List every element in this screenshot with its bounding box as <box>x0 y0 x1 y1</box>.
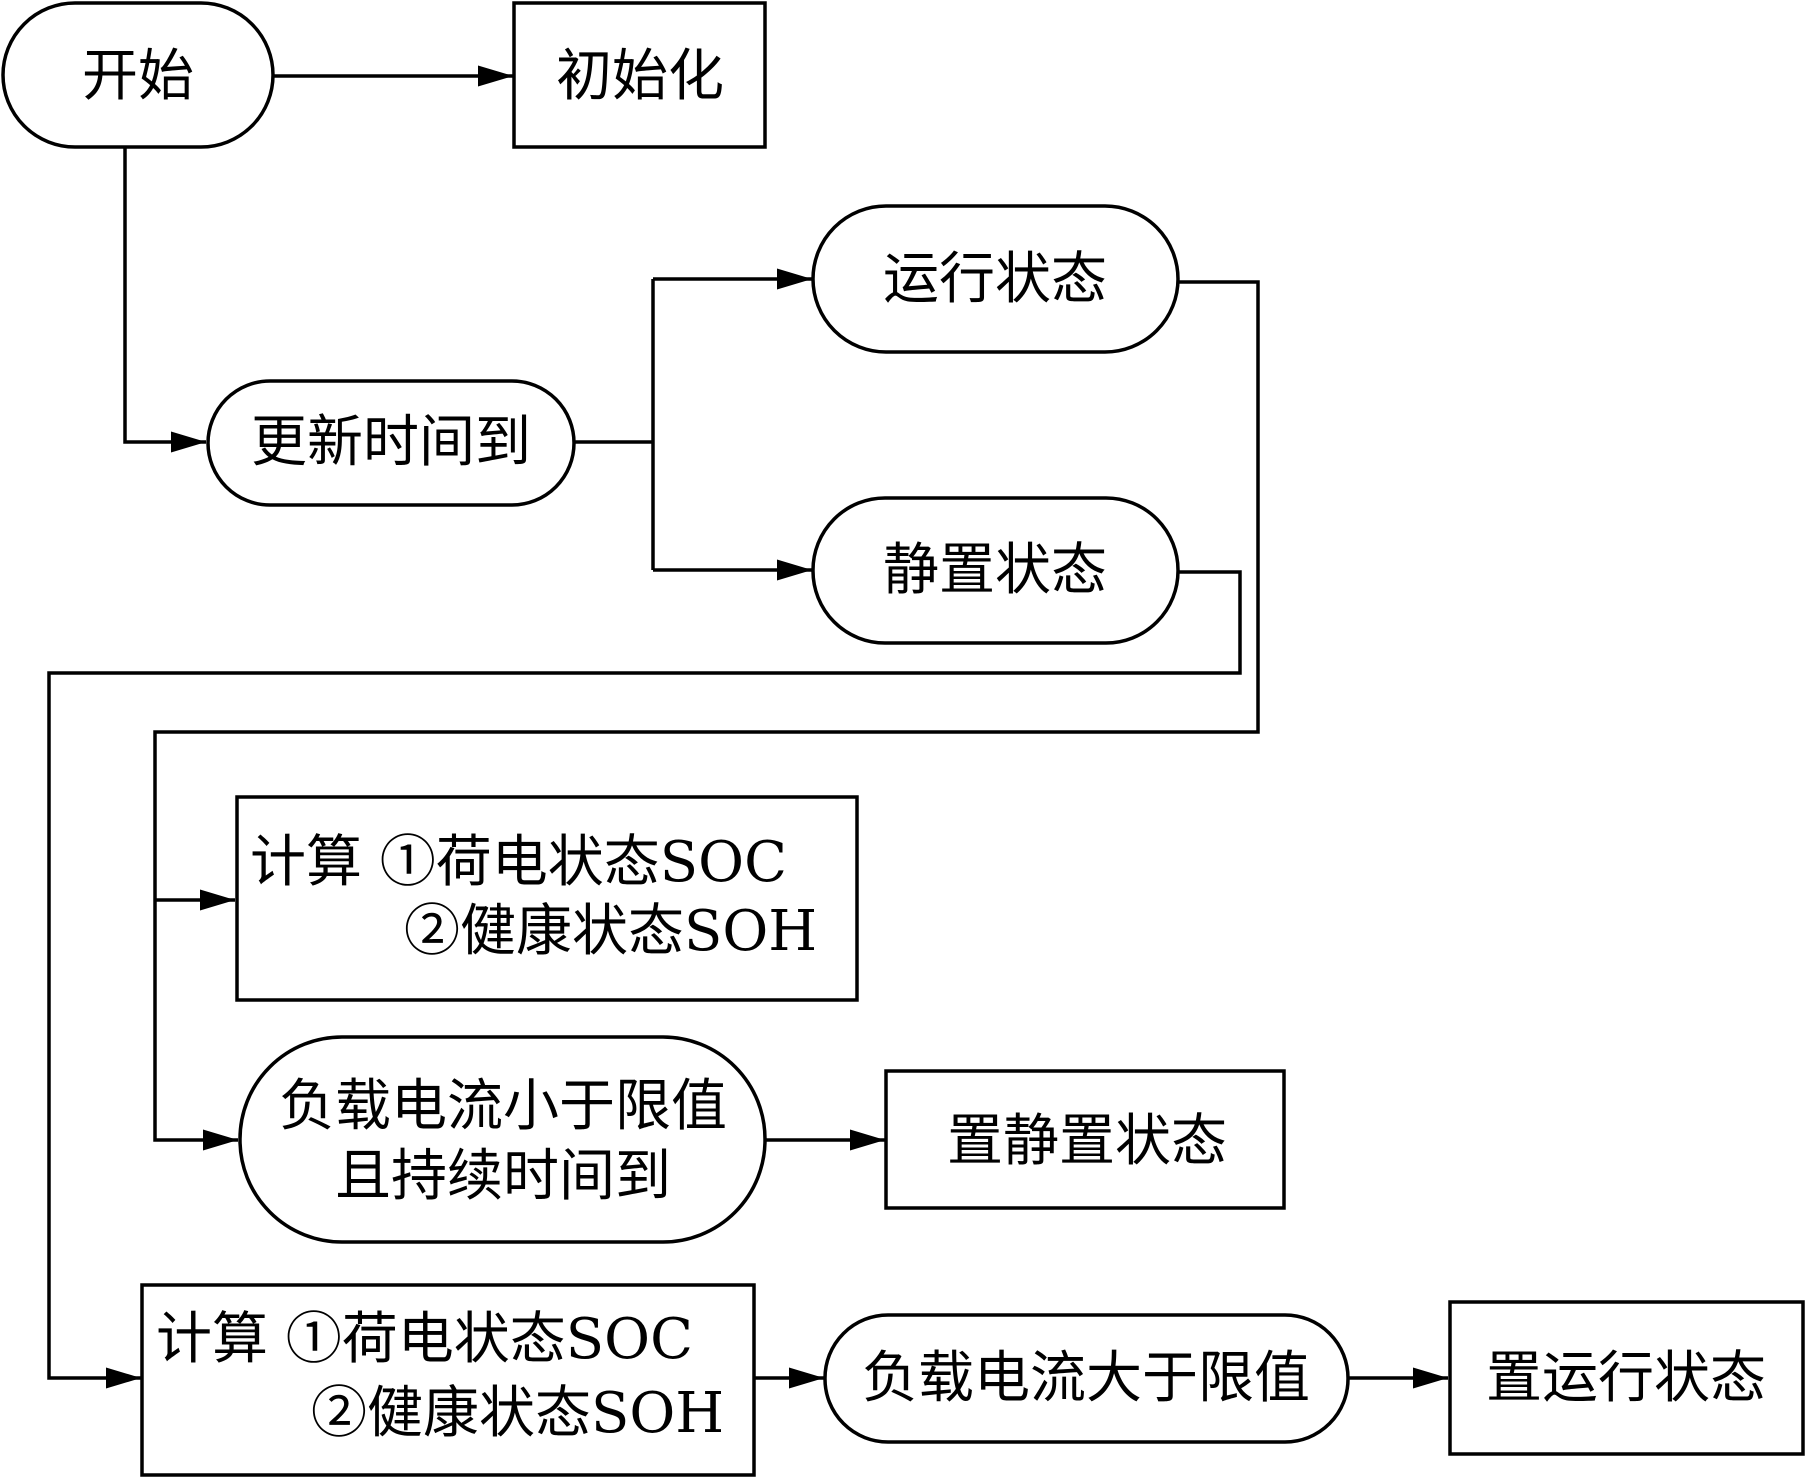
node-running-state: 运行状态 <box>811 204 1180 354</box>
node-calc-1: 计算 ①荷电状态SOC ②健康状态SOH <box>235 795 859 1002</box>
node-set-running-label: 置运行状态 <box>1486 1346 1766 1411</box>
node-init-label: 初始化 <box>556 44 724 109</box>
node-init: 初始化 <box>512 1 767 149</box>
node-rest-state: 静置状态 <box>811 496 1180 645</box>
node-calc-2-line1: 计算 ①荷电状态SOC <box>156 1307 693 1372</box>
node-calc-2-line2: ②健康状态SOH <box>311 1381 724 1446</box>
node-cond-small: 负载电流小于限值 且持续时间到 <box>238 1035 767 1244</box>
node-running-state-label: 运行状态 <box>883 247 1107 312</box>
node-calc-2: 计算 ①荷电状态SOC ②健康状态SOH <box>140 1283 756 1477</box>
node-set-running: 置运行状态 <box>1448 1300 1805 1456</box>
node-start: 开始 <box>1 1 275 149</box>
node-calc-1-line2: ②健康状态SOH <box>404 899 817 964</box>
node-update-time-label: 更新时间到 <box>251 410 531 475</box>
line-rest-to-calc2 <box>47 570 1242 1389</box>
node-set-rest-label: 置静置状态 <box>947 1109 1227 1174</box>
node-calc-1-line1: 计算 ①荷电状态SOC <box>250 830 787 895</box>
node-start-label: 开始 <box>82 44 194 109</box>
line-running-to-calc1 <box>153 280 1260 1151</box>
node-set-rest: 置静置状态 <box>884 1069 1286 1210</box>
node-cond-small-line2: 且持续时间到 <box>335 1144 671 1209</box>
node-cond-large-label: 负载电流大于限值 <box>862 1346 1310 1411</box>
arrow-start-to-update <box>123 148 206 453</box>
node-cond-small-line1: 负载电流小于限值 <box>279 1074 727 1139</box>
node-rest-state-label: 静置状态 <box>883 538 1107 603</box>
node-cond-large: 负载电流大于限值 <box>823 1313 1350 1444</box>
node-update-time: 更新时间到 <box>206 379 576 507</box>
